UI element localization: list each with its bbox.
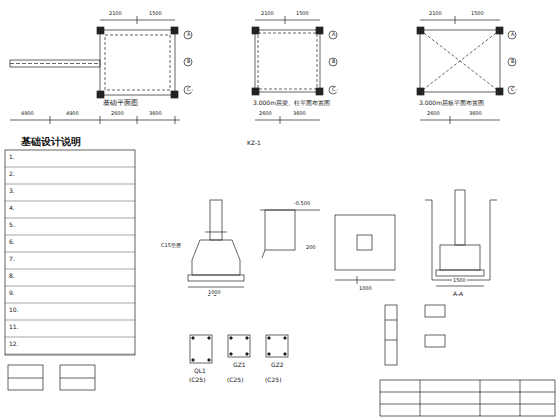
dimension-label: 200 — [305, 245, 317, 250]
dimension-label: 2600 — [426, 111, 441, 116]
note-rule — [5, 235, 135, 236]
dimension-label: 2100 — [428, 11, 443, 16]
dimension-label: A — [331, 32, 336, 37]
dimension-label: 4. — [8, 205, 16, 211]
dimension-label: C — [331, 87, 337, 92]
drawing-title: 基础平面图 — [102, 100, 139, 107]
dimension-label: C — [186, 87, 192, 92]
dimension-label: 2. — [8, 171, 16, 177]
dimension-label: 1000 — [207, 290, 222, 295]
note-rule — [5, 184, 135, 185]
dimension-label: 3600 — [148, 111, 163, 116]
drawing-title: 3.000m层板平面布置图 — [418, 100, 485, 106]
dimension-label: 2600 — [258, 111, 273, 116]
dimension-label: 7. — [8, 256, 16, 262]
dimension-label: 1. — [8, 154, 16, 160]
note-rule — [5, 167, 135, 168]
note-rule — [5, 201, 135, 202]
note-rule — [5, 303, 135, 304]
dimension-label: 1500 — [295, 11, 310, 16]
dimension-label: 8. — [8, 273, 16, 279]
dimension-label: 1500 — [148, 11, 163, 16]
dimension-label: 11. — [8, 324, 20, 330]
dimension-label: 1000 — [358, 286, 373, 291]
dimension-label: 4900 — [65, 111, 80, 116]
dimension-label: 1500 — [470, 11, 485, 16]
dimension-label: 10. — [8, 307, 20, 313]
drawing-title: GZ1 — [232, 362, 247, 368]
dimension-label: -0.500 — [293, 201, 311, 206]
dimension-label: A — [186, 32, 191, 37]
dimension-label: 12. — [8, 341, 20, 347]
drawing-title: KZ-1 — [246, 140, 262, 146]
dimension-label: C15垫层 — [160, 243, 182, 248]
note-rule — [5, 354, 135, 355]
dimension-label: 2600 — [110, 111, 125, 116]
dimension-label: B — [510, 59, 515, 64]
dimension-label: 1500 — [452, 278, 467, 283]
dimension-label: 3. — [8, 188, 16, 194]
note-rule — [5, 218, 135, 219]
drawing-title: A-A — [452, 291, 464, 297]
drawing-title: 基础设计说明 — [20, 137, 82, 147]
note-rule — [5, 320, 135, 321]
note-rule — [5, 269, 135, 270]
drawing-title: (C25) — [226, 377, 245, 383]
dimension-label: 2100 — [108, 11, 123, 16]
dimension-label: 4900 — [20, 111, 35, 116]
dimension-label: 3600 — [468, 111, 483, 116]
dimension-label: B — [331, 59, 336, 64]
drawing-title: GZ2 — [270, 362, 285, 368]
note-rule — [5, 286, 135, 287]
dimension-label: C — [510, 87, 516, 92]
note-rule — [5, 337, 135, 338]
drawing-title: (C25) — [264, 377, 283, 383]
dimension-label: 3600 — [292, 111, 307, 116]
dimension-label: B — [186, 59, 191, 64]
dimension-label: 6. — [8, 239, 16, 245]
note-rule — [5, 252, 135, 253]
dimension-label: 5. — [8, 222, 16, 228]
dimension-label: 2100 — [260, 11, 275, 16]
drawing-title: (C25) — [188, 377, 207, 383]
drawing-title: 3.000m层梁、柱平面布置图 — [252, 100, 331, 106]
dimension-label: A — [510, 32, 515, 37]
drawing-title: QL1 — [193, 368, 207, 374]
dimension-label: 9. — [8, 290, 16, 296]
